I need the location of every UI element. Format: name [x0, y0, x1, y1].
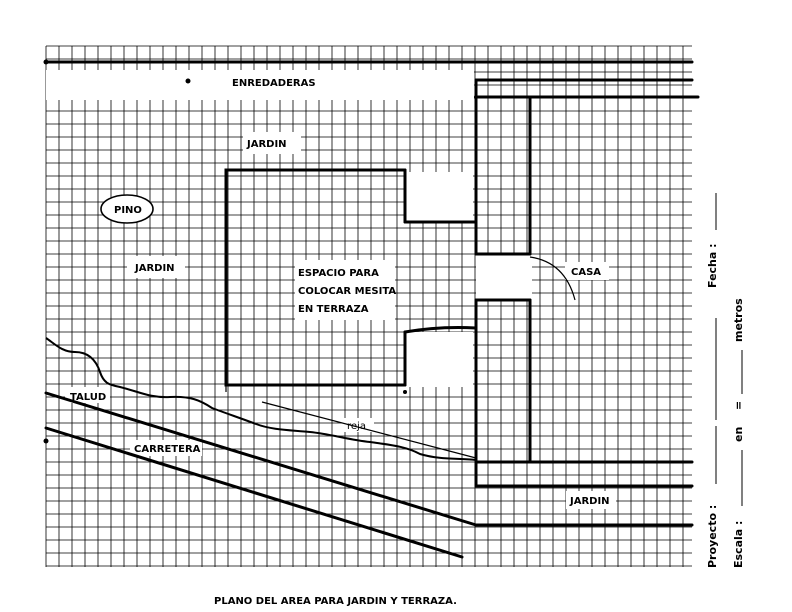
label-espacio-line2: COLOCAR MESITA — [298, 286, 396, 297]
label-talud: TALUD — [70, 392, 106, 403]
label-reja: reja — [347, 421, 366, 432]
reja-line — [261, 401, 477, 459]
field-metros-label: metros — [732, 298, 745, 342]
label-espacio-line1: ESPACIO PARA — [298, 268, 379, 279]
label-jardin-left: JARDIN — [134, 263, 175, 274]
terrace-outline — [224, 168, 407, 387]
plan-caption: PLANO DEL AREA PARA JARDIN Y TERRAZA. — [214, 596, 457, 607]
door-swing-arc — [529, 256, 576, 301]
label-pino: PINO — [114, 205, 142, 216]
side-form-fields: Fecha : metros = en Proyecto : Escala : — [706, 193, 745, 568]
label-espacio-line3: EN TERRAZA — [298, 304, 369, 315]
thin-lines — [225, 256, 576, 459]
road-lower-line — [44, 426, 464, 559]
label-jardin-top: JARDIN — [246, 139, 287, 150]
terrace-lower-step — [403, 326, 478, 334]
area-labels: ENREDADERAS JARDIN PINO JARDIN ESPACIO P… — [70, 78, 610, 507]
field-proyecto-label: Proyecto : — [706, 505, 719, 568]
field-equals-sign: = — [732, 401, 745, 410]
label-casa: CASA — [571, 267, 601, 278]
talud-wavy-line — [45, 337, 477, 461]
label-jardin-bottom: JARDIN — [569, 496, 610, 507]
label-enredaderas: ENREDADERAS — [232, 78, 316, 89]
pino-ellipse — [100, 194, 154, 224]
field-escala-label: Escala : — [732, 521, 745, 568]
point-markers — [43, 59, 478, 444]
road-upper-line — [44, 391, 478, 527]
field-en-label: en — [732, 427, 745, 442]
field-fecha-label: Fecha : — [706, 243, 719, 288]
boundary-lines — [44, 60, 700, 559]
grid-masks — [46, 70, 616, 509]
label-carretera: CARRETERA — [134, 444, 201, 455]
